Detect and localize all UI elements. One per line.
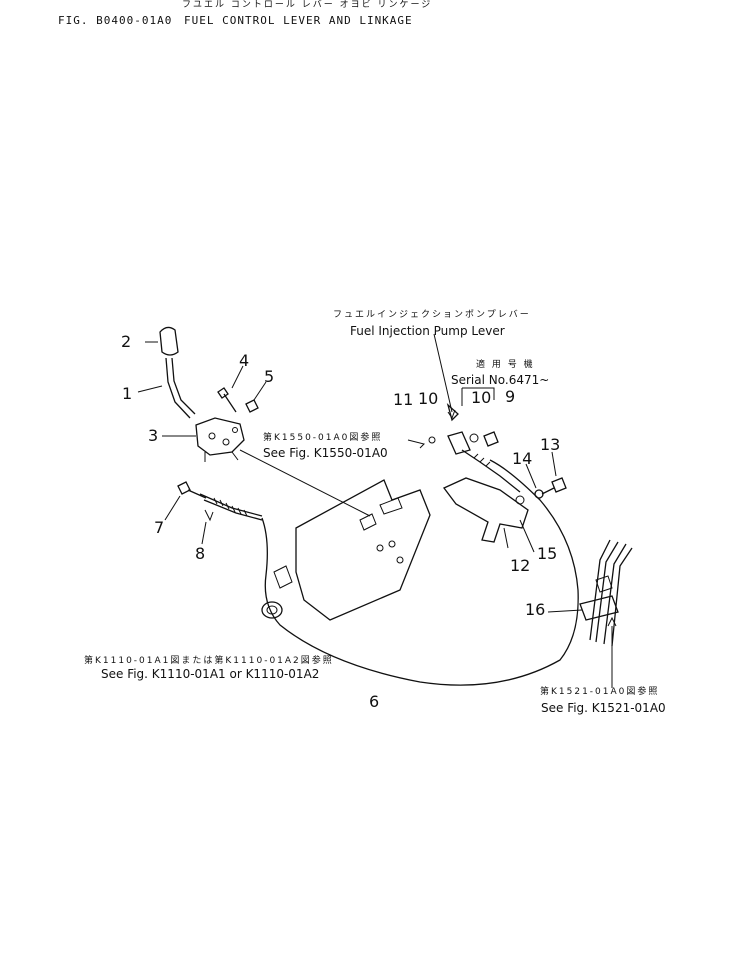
lever-rod (165, 357, 196, 419)
harness-bundle (589, 539, 633, 647)
callout-2: 2 (121, 332, 132, 351)
mount-plate (295, 479, 431, 621)
callout-12: 12 (510, 556, 531, 575)
pump-lever-label-jp: フュエルインジェクションポンプレバー (333, 310, 531, 320)
ref-k1521: See Fig. K1521-01A0 (541, 701, 666, 715)
callout-7: 7 (154, 518, 165, 537)
callout-14: 14 (512, 449, 533, 468)
ref-k1110: See Fig. K1110-01A1 or K1110-01A2 (101, 667, 320, 681)
lever-bracket (195, 417, 245, 456)
callout-3: 3 (148, 426, 159, 445)
clevis-10 (447, 431, 471, 455)
cable-end-8 (199, 493, 263, 521)
callout-9: 9 (505, 387, 516, 406)
callout-1: 1 (122, 384, 133, 403)
figure-title: FUEL CONTROL LEVER AND LINKAGE (184, 14, 413, 27)
callout-6: 6 (369, 692, 380, 711)
rod-end (461, 449, 521, 493)
lever-knob (159, 326, 179, 356)
grommet (261, 601, 283, 619)
bolt-4 (217, 387, 237, 413)
callout-8: 8 (195, 544, 206, 563)
callout-10-right: 10 (471, 388, 492, 407)
serial-label: Serial No.6471~ (451, 373, 550, 387)
pin-9 (483, 431, 499, 447)
nut-5 (245, 399, 259, 413)
ref-k1550-jp: 第K1550-01A0図参照 (263, 433, 383, 443)
serial-label-jp: 適 用 号 機 (476, 360, 535, 370)
control-cable-6 (261, 459, 579, 686)
callout-11: 11 (393, 390, 414, 409)
ref-k1521-jp: 第K1521-01A0図参照 (540, 687, 660, 697)
figure-code: FIG. B0400-01A0 (58, 14, 173, 27)
ref-k1550: See Fig. K1550-01A0 (263, 446, 388, 460)
bolt-7 (177, 481, 207, 499)
callout-4: 4 (239, 351, 250, 370)
pump-lever-label: Fuel Injection Pump Lever (350, 324, 505, 338)
ref-k1110-jp: 第K1110-01A1図または第K1110-01A2図参照 (84, 656, 334, 666)
bolt-13 (541, 477, 567, 495)
clamp-16 (579, 595, 619, 621)
title-japanese: フユエル コントロール レバー オヨビ リンケージ (182, 0, 433, 10)
callout-15: 15 (537, 544, 558, 563)
callout-16: 16 (525, 600, 546, 619)
callout-13: 13 (540, 435, 561, 454)
callout-10-left: 10 (418, 389, 439, 408)
callout-5: 5 (264, 367, 275, 386)
bracket-12 (442, 477, 529, 543)
washer-14 (534, 489, 544, 499)
